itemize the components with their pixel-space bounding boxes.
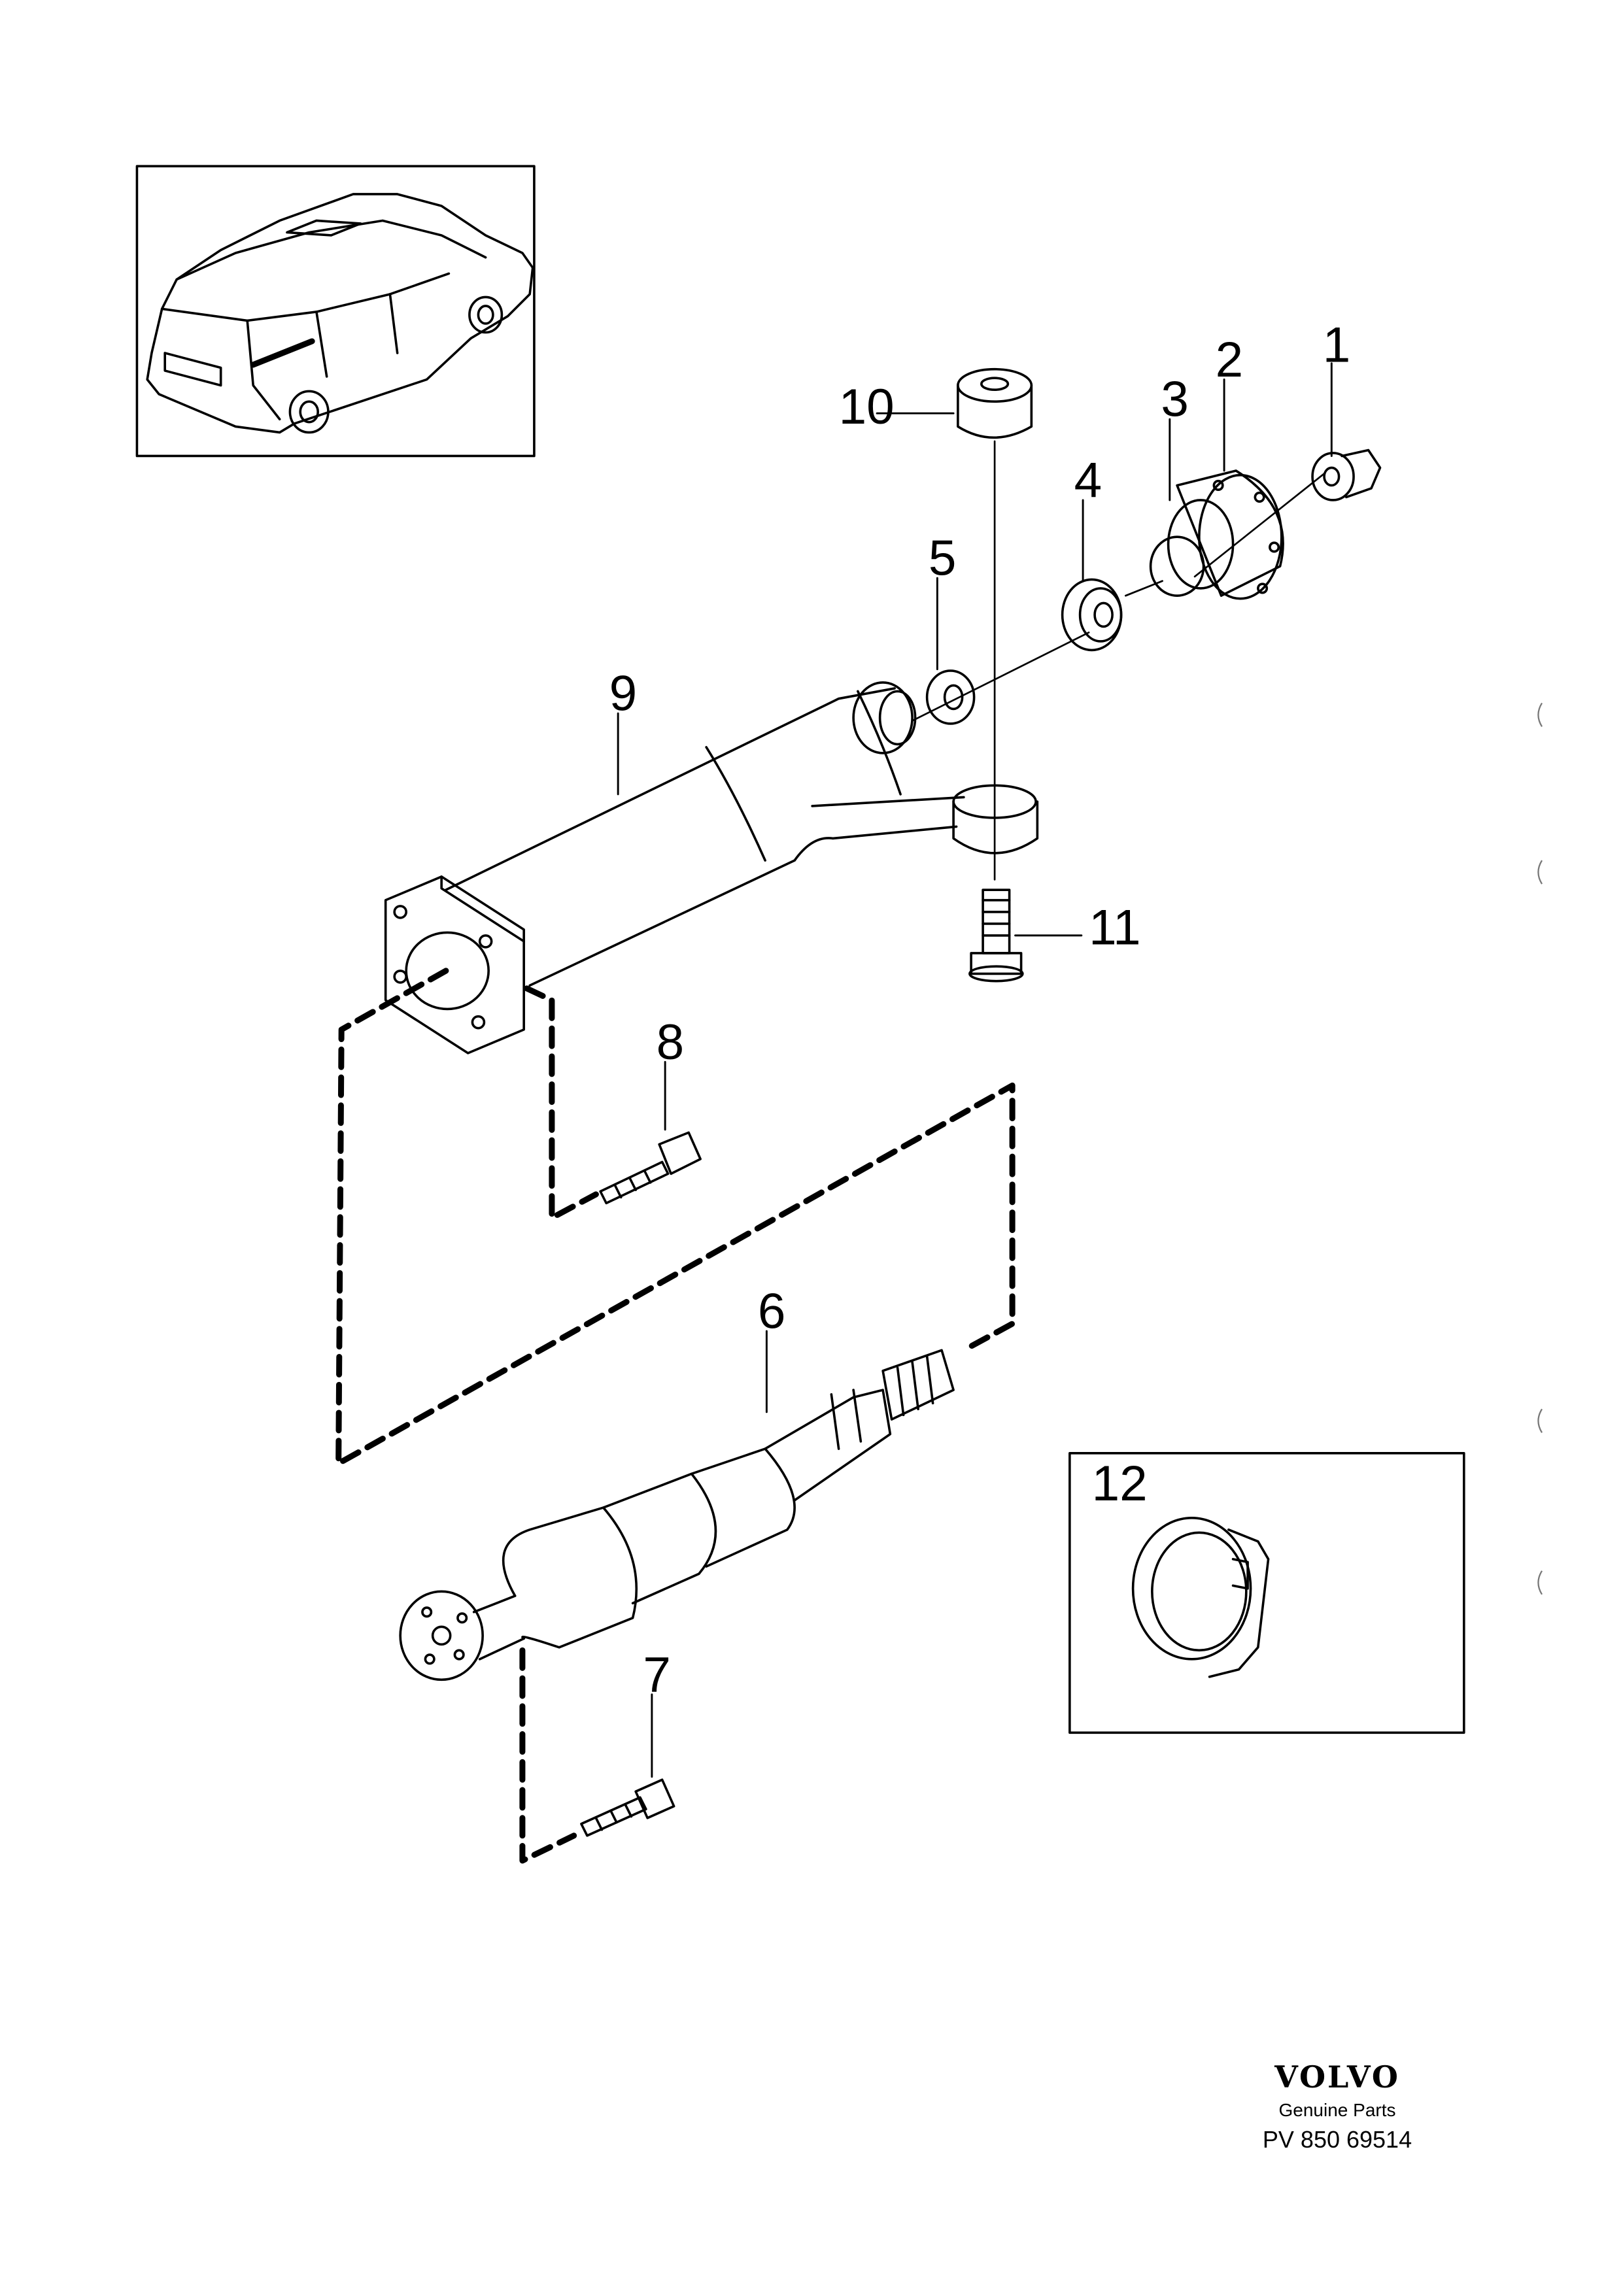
nut-part-1	[1311, 448, 1382, 501]
brand-tagline: Genuine Parts	[1278, 2100, 1396, 2120]
callout-3: 3	[1161, 372, 1189, 428]
part-12-inset	[1068, 1452, 1465, 1734]
retaining-ring-part-12	[1131, 1517, 1270, 1678]
callout-11: 11	[1089, 900, 1140, 955]
callout-7: 7	[643, 1647, 671, 1702]
diagram-code: PV 850 69514	[1262, 2126, 1412, 2153]
drive-shaft-part-6	[399, 1349, 955, 1681]
callout-5: 5	[929, 531, 957, 586]
vehicle-inset	[135, 165, 536, 458]
washer-part-5	[925, 669, 976, 725]
bolt-part-11	[968, 888, 1024, 983]
volvo-logo: VOLVO	[1274, 2059, 1400, 2095]
bearing-part-4	[1061, 578, 1123, 652]
bushing-part-10	[957, 367, 1033, 439]
bolt-part-8	[599, 1131, 702, 1205]
bolt-part-7	[580, 1778, 675, 1837]
callout-2: 2	[1216, 332, 1244, 388]
binder-marks	[1537, 702, 1543, 1595]
callout-4: 4	[1074, 452, 1102, 508]
callout-8: 8	[657, 1015, 685, 1070]
callout-1: 1	[1323, 317, 1351, 373]
callout-9: 9	[609, 666, 638, 722]
callout-6: 6	[758, 1284, 786, 1340]
flange-hub-part-3	[1149, 469, 1284, 600]
callout-12: 12	[1092, 1456, 1148, 1511]
support-bracket-part-9	[384, 681, 1039, 1055]
brand-block: VOLVO Genuine Parts PV 850 69514	[1229, 2059, 1445, 2153]
callout-10: 10	[839, 379, 895, 435]
